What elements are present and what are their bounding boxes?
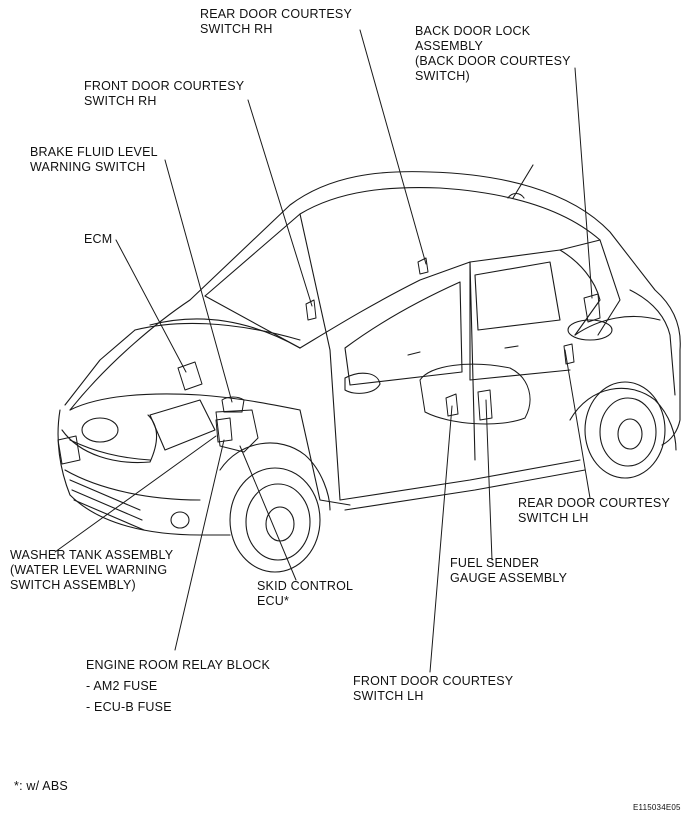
label-line: BACK DOOR LOCK [415, 24, 531, 38]
back-door-lock [583, 293, 601, 323]
label-line: GAUGE ASSEMBLY [450, 571, 568, 585]
label-brake-fluid-level: BRAKE FLUID LEVEL WARNING SWITCH [30, 145, 158, 175]
label-line: BRAKE FLUID LEVEL [30, 145, 158, 159]
skid-control-unit [215, 409, 259, 453]
door-switch-rh-rear [417, 257, 429, 275]
label-line: WARNING SWITCH [30, 160, 146, 174]
label-line: SWITCH) [415, 69, 470, 83]
label-washer-tank: WASHER TANK ASSEMBLY (WATER LEVEL WARNIN… [10, 548, 173, 593]
label-line: SWITCH ASSEMBLY) [10, 578, 136, 592]
label-rear-door-courtesy-lh: REAR DOOR COURTESY SWITCH LH [518, 496, 670, 526]
label-front-door-courtesy-rh: FRONT DOOR COURTESY SWITCH RH [84, 79, 244, 109]
label-line: FRONT DOOR COURTESY [84, 79, 245, 93]
label-fuel-sender: FUEL SENDER GAUGE ASSEMBLY [450, 556, 567, 586]
label-line: SWITCH RH [200, 22, 273, 36]
label-line: - ECU-B FUSE [86, 700, 172, 714]
fuel-sender [477, 389, 493, 421]
label-line: SWITCH LH [353, 689, 424, 703]
label-line: SWITCH LH [518, 511, 589, 525]
label-line: ENGINE ROOM RELAY BLOCK [86, 658, 271, 672]
label-line: FUEL SENDER [450, 556, 540, 570]
car-body [57, 164, 681, 573]
label-back-door-lock: BACK DOOR LOCK ASSEMBLY (BACK DOOR COURT… [415, 24, 571, 84]
label-line: REAR DOOR COURTESY [200, 7, 353, 21]
label-line: (BACK DOOR COURTESY [415, 54, 571, 68]
label-line: ECM [84, 232, 113, 246]
label-line: FRONT DOOR COURTESY [353, 674, 514, 688]
door-switch-lh-rear [563, 343, 575, 365]
door-switch-lh-front [445, 393, 459, 417]
ecm-component [177, 361, 203, 391]
label-line: (WATER LEVEL WARNING [10, 563, 168, 577]
label-rear-door-courtesy-rh: REAR DOOR COURTESY SWITCH RH [200, 7, 352, 37]
figure-code: E115034E05 [633, 803, 681, 812]
label-line: WASHER TANK ASSEMBLY [10, 548, 174, 562]
footnote: *: w/ ABS [14, 779, 68, 793]
label-line: SKID CONTROL [257, 579, 354, 593]
label-front-door-courtesy-lh: FRONT DOOR COURTESY SWITCH LH [353, 674, 513, 704]
label-line: REAR DOOR COURTESY [518, 496, 671, 510]
label-engine-room-relay-block: ENGINE ROOM RELAY BLOCK - AM2 FUSE - ECU… [86, 655, 270, 718]
components [57, 257, 601, 465]
fuel-tank [419, 363, 531, 425]
door-switch-rh-front [305, 299, 317, 321]
label-skid-control-ecu: SKID CONTROL ECU* [257, 579, 353, 609]
washer-tank [57, 435, 81, 465]
label-line: SWITCH RH [84, 94, 157, 108]
leader-lines [54, 29, 593, 673]
label-line: - AM2 FUSE [86, 679, 158, 693]
label-line: ECU* [257, 594, 290, 608]
label-ecm: ECM [84, 232, 112, 247]
brake-fluid-reservoir [221, 396, 245, 413]
label-line: ASSEMBLY [415, 39, 484, 53]
relay-block [215, 417, 233, 443]
